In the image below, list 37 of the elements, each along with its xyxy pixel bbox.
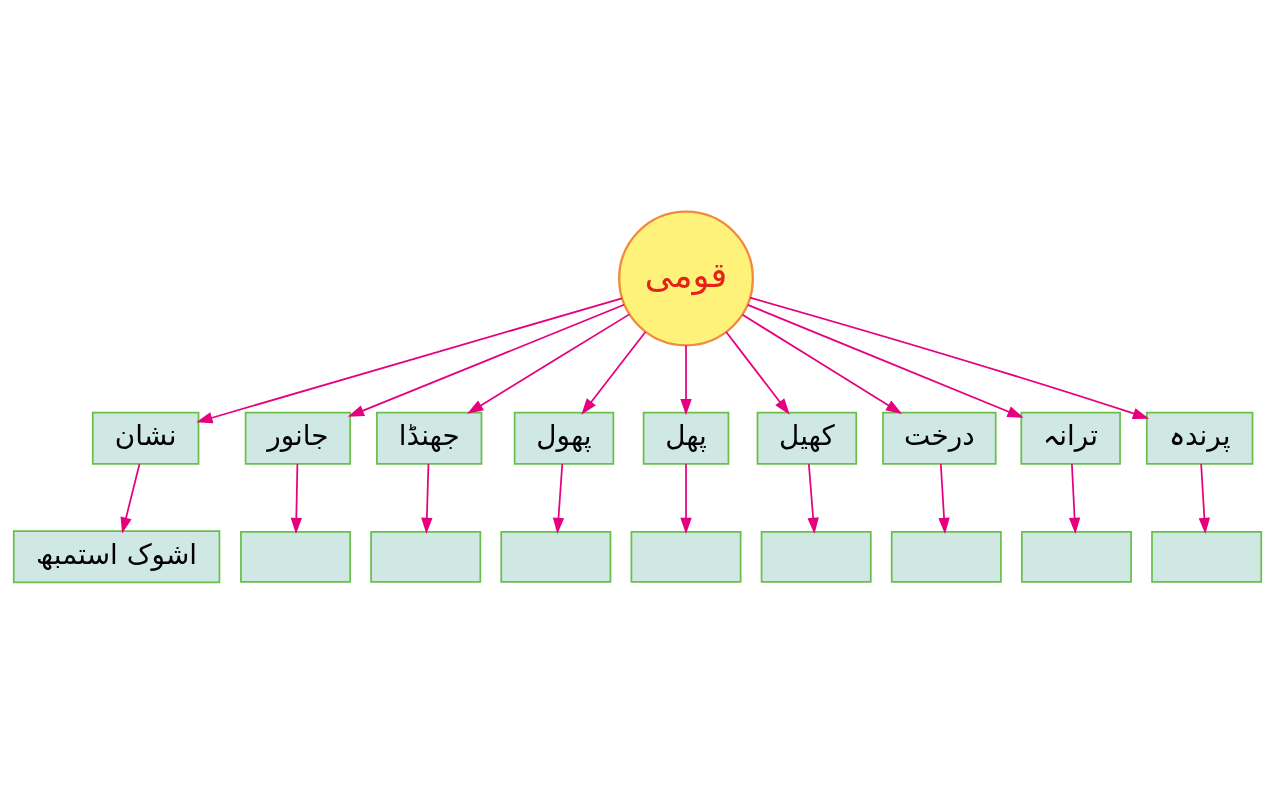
arrow: [421, 463, 433, 535]
node-box: جھنڈا: [376, 411, 483, 465]
arrow: [467, 313, 631, 414]
node-box: کھیل: [756, 411, 858, 465]
node-box: [240, 530, 352, 583]
arrow: [680, 344, 692, 416]
node-box: نشان: [91, 411, 200, 465]
node-box: جانور: [244, 411, 352, 465]
arrow: [741, 313, 903, 414]
node-box: [1151, 530, 1263, 583]
node-box: پرندہ: [1145, 411, 1254, 465]
arrow: [1198, 463, 1211, 535]
arrow: [725, 331, 790, 415]
node-box: [500, 530, 612, 583]
arrow: [746, 304, 1024, 418]
node-box: درخت: [882, 411, 997, 465]
arrow: [290, 463, 303, 535]
arrow: [807, 463, 819, 535]
arrow: [581, 331, 647, 415]
arrow: [196, 297, 623, 424]
node-box: [1021, 530, 1132, 583]
node-box: [760, 530, 872, 583]
arrow: [749, 296, 1150, 419]
node-box: پھل: [642, 411, 730, 465]
node-circle: قومی: [618, 210, 754, 347]
node-box: پھول: [513, 411, 615, 465]
node-box: [630, 530, 742, 583]
arrow: [938, 463, 950, 535]
arrow: [120, 463, 141, 534]
arrow: [680, 463, 692, 535]
node-box: [890, 530, 1002, 583]
arrow: [1068, 463, 1081, 535]
node-box: [370, 530, 482, 583]
arrow: [552, 463, 565, 535]
arrow: [347, 303, 625, 417]
node-box: اشوک استمبھ: [12, 530, 221, 584]
node-box: ترانہ: [1020, 411, 1121, 465]
